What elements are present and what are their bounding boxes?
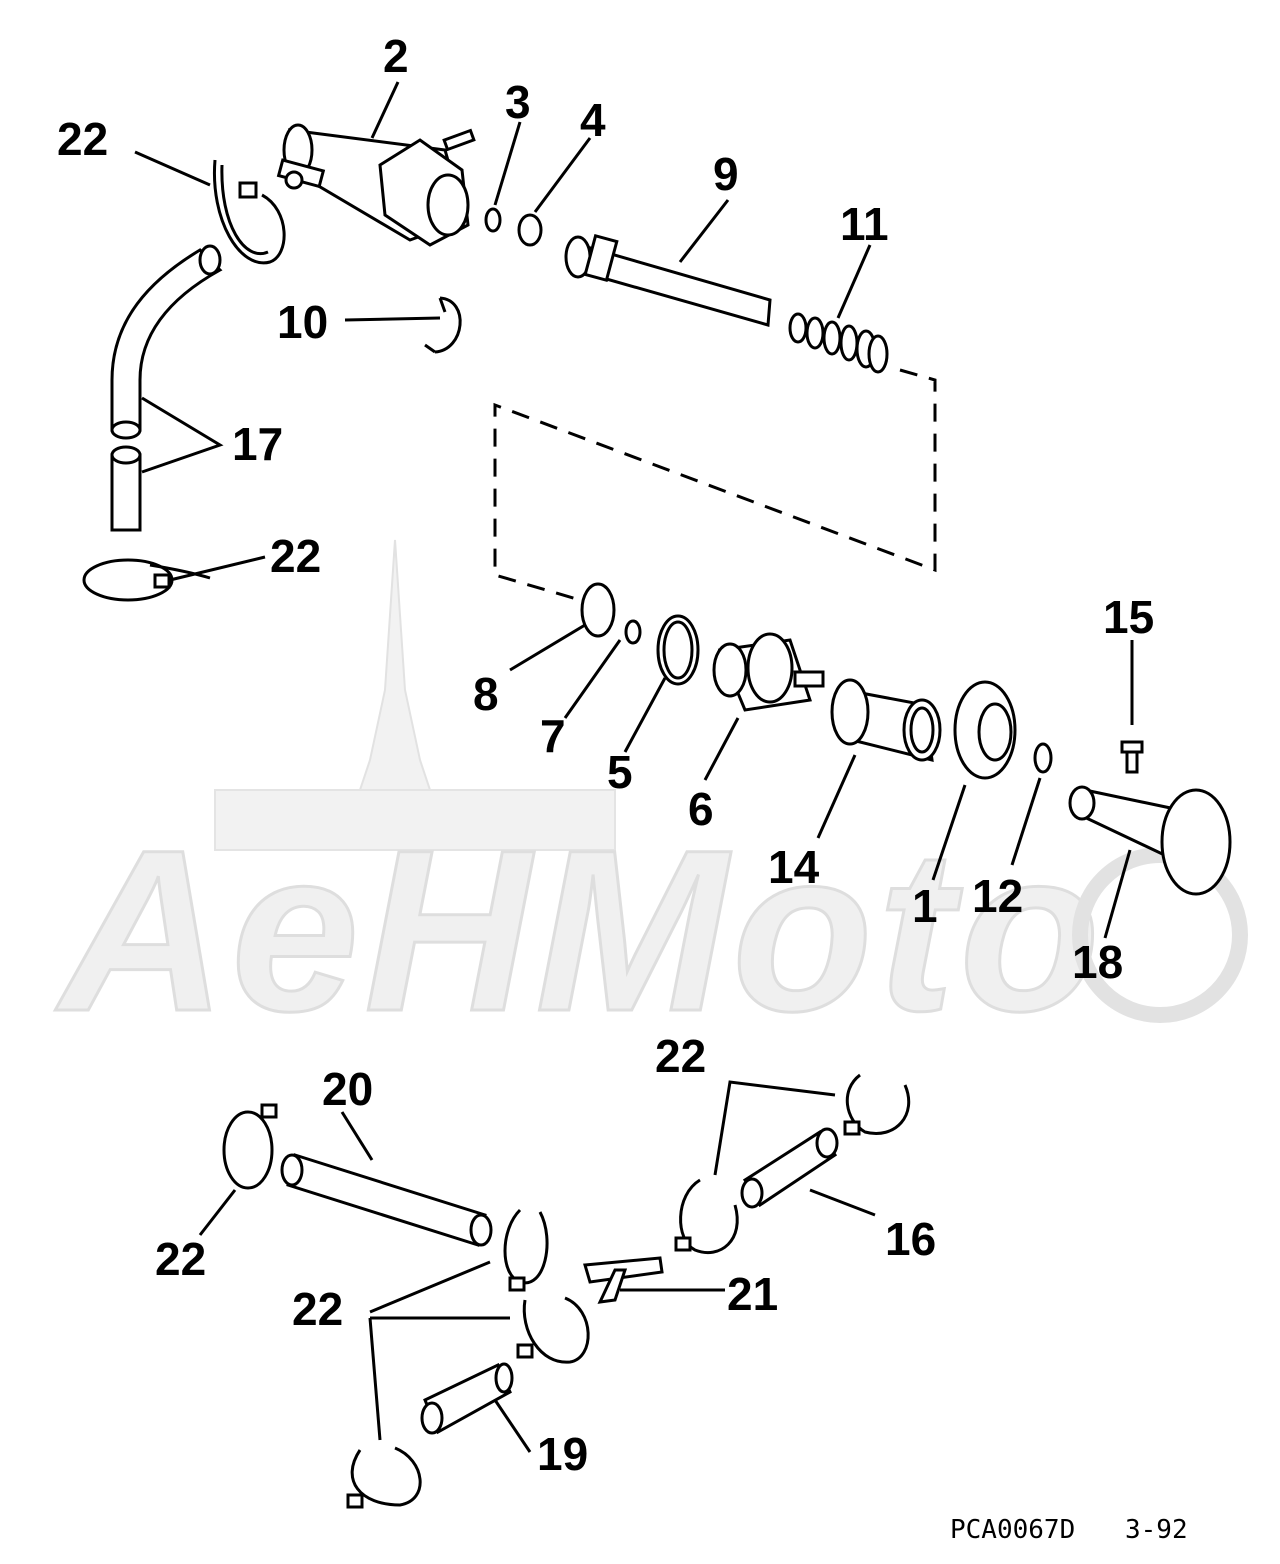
label-22-b: 22 — [270, 530, 321, 582]
part-9-plunger — [564, 233, 772, 327]
part-16-hose — [740, 1127, 839, 1209]
label-20: 20 — [322, 1063, 373, 1115]
part-22-clamp-bottom-left — [222, 1103, 278, 1190]
part-2-body — [276, 123, 476, 247]
label-22-c: 22 — [655, 1030, 706, 1082]
part-6-valve — [712, 632, 825, 712]
label-5: 5 — [607, 746, 633, 798]
part-22-clamp-left — [82, 558, 211, 602]
part-8-washer — [580, 582, 616, 638]
part-17-hose — [110, 244, 223, 532]
part-20-hose — [280, 1153, 493, 1247]
part-14-bushing — [830, 678, 942, 762]
part-22-clamp-right-a — [674, 1178, 739, 1255]
part-5-oring — [656, 614, 700, 686]
label-2: 2 — [383, 30, 409, 82]
label-8: 8 — [473, 668, 499, 720]
label-21: 21 — [727, 1268, 778, 1320]
part-11-spring — [788, 312, 889, 374]
part-12-oring — [1033, 742, 1053, 774]
footer-date: 3-92 — [1125, 1515, 1188, 1545]
label-10: 10 — [277, 296, 328, 348]
label-12: 12 — [972, 870, 1023, 922]
label-3: 3 — [505, 76, 531, 128]
part-22-clamp-right-b — [843, 1073, 911, 1136]
part-1-nut — [953, 680, 1017, 780]
assembly-dashed-line — [493, 368, 937, 602]
label-14: 14 — [768, 841, 820, 893]
label-7: 7 — [540, 710, 566, 762]
label-4: 4 — [580, 94, 606, 146]
part-10-clip — [424, 296, 462, 354]
part-18-knob — [1068, 785, 1232, 896]
part-21-tee — [583, 1256, 664, 1304]
part-19-hose — [420, 1362, 514, 1435]
label-22-d: 22 — [155, 1233, 206, 1285]
label-11: 11 — [840, 198, 889, 250]
part-3-oring — [484, 207, 502, 233]
label-1: 1 — [912, 880, 938, 932]
footer-code: PCA0067D — [950, 1515, 1075, 1545]
leader-lines — [134, 81, 1134, 1453]
label-17: 17 — [232, 418, 283, 470]
watermark-wheel — [1072, 847, 1248, 1023]
label-16: 16 — [885, 1213, 936, 1265]
part-22-clamp-mid-b — [516, 1296, 590, 1364]
watermark-skyline — [214, 789, 616, 851]
part-22-clamp-upper — [212, 159, 286, 265]
label-22-a: 22 — [57, 113, 108, 165]
part-15-screw — [1120, 740, 1144, 774]
watermark-text: AeHMoto — [55, 802, 1100, 1059]
label-15: 15 — [1103, 591, 1154, 643]
label-6: 6 — [688, 783, 714, 835]
watermark: AeHMoto — [54, 539, 1248, 1061]
label-18: 18 — [1072, 936, 1123, 988]
part-4-oring — [517, 213, 543, 247]
label-19: 19 — [537, 1428, 588, 1480]
label-9: 9 — [713, 148, 739, 200]
watermark-spire — [358, 539, 432, 791]
part-22-clamp-bottom — [346, 1446, 422, 1509]
part-7-oring — [624, 619, 642, 645]
label-22-e: 22 — [292, 1283, 343, 1335]
part-22-clamp-mid-a — [503, 1208, 549, 1292]
